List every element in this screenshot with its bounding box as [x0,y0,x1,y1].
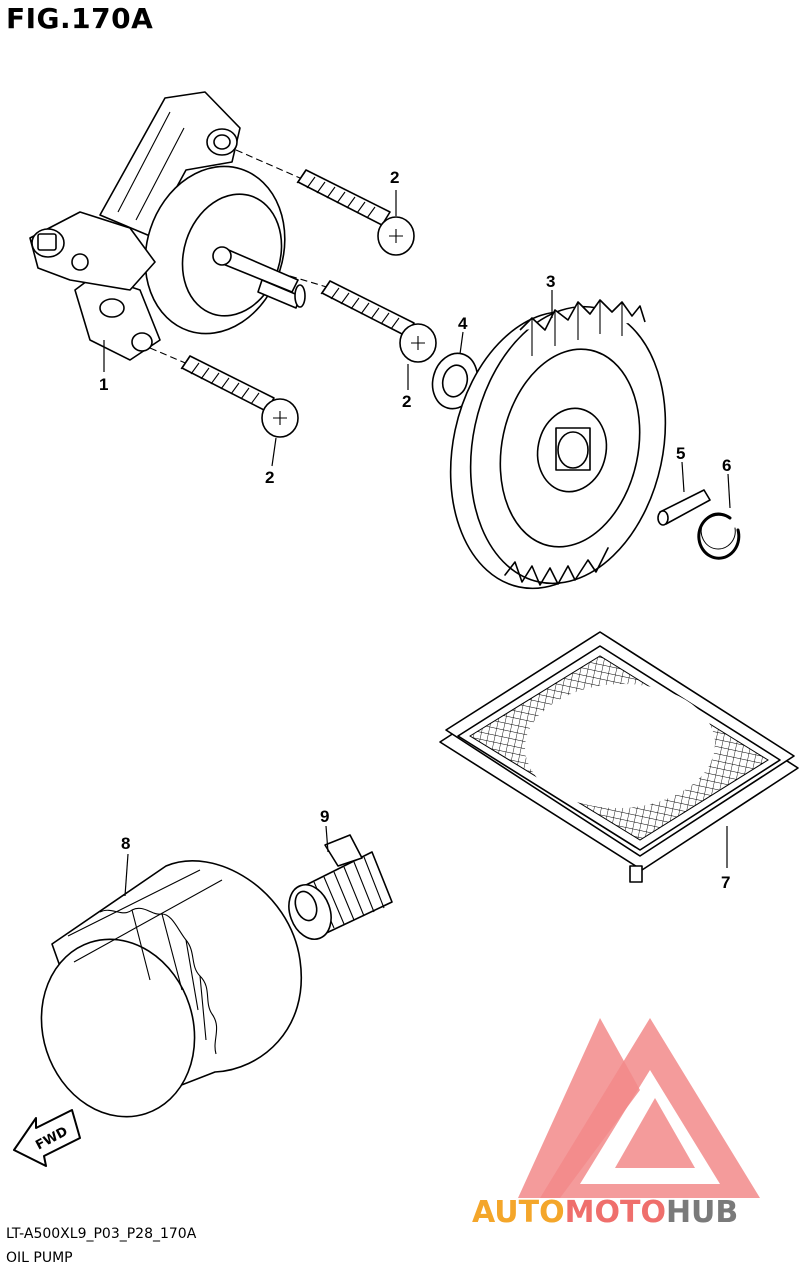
oil-filter [40,860,303,1118]
callout-2-middle: 2 [402,392,411,411]
figure-code: LT-A500XL9_P03_P28_170A [6,1226,197,1242]
watermark-logo: AUTOMOTOHUB [472,1018,760,1230]
callout-4: 4 [458,314,468,333]
watermark-hub: HUB [666,1195,738,1230]
bolt-upper [296,169,415,256]
callout-7: 7 [721,873,730,892]
callout-5: 5 [676,444,685,463]
callout-8: 8 [121,834,130,853]
callout-1: 1 [99,375,108,394]
leader-lines [103,190,731,897]
watermark-text: AUTOMOTOHUB [472,1195,738,1230]
callout-numbers: 1 2 2 2 3 4 5 6 7 8 9 [99,168,731,892]
callout-6: 6 [722,456,731,475]
callout-9: 9 [320,807,329,826]
oil-pump-gear [449,299,667,590]
bolt-lower [180,355,299,438]
callout-3: 3 [546,272,555,291]
union-fitting [288,834,393,940]
oil-pump-body [29,91,331,366]
bolt-middle [320,280,437,363]
watermark-auto: AUTO [472,1195,565,1230]
callout-2-upper: 2 [390,168,399,187]
figure-name: OIL PUMP [6,1250,73,1266]
callout-2-lower: 2 [265,468,274,487]
oil-strainer [439,631,799,883]
forward-direction-arrow: FWD [13,1109,81,1167]
figure-title: FIG.170A [6,2,154,35]
circlip [697,512,741,560]
watermark-moto: MOTO [565,1195,666,1230]
pin [657,489,711,526]
